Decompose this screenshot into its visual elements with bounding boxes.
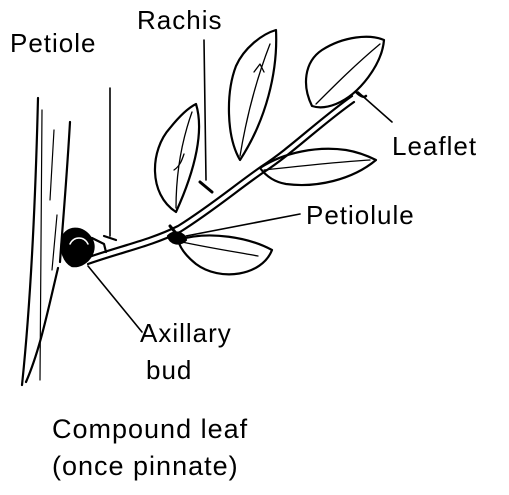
leaflet-left-upper xyxy=(155,104,199,212)
label-petiolule: Petiolule xyxy=(306,202,415,228)
leader-rachis xyxy=(204,40,206,180)
rachis xyxy=(86,96,354,264)
label-leaflet: Leaflet xyxy=(392,133,477,159)
leaflet-top xyxy=(229,30,276,160)
leaflet-top-right xyxy=(306,37,384,108)
leader-axillary-bud xyxy=(88,266,142,332)
axillary-bud xyxy=(61,229,93,266)
leader-leaflet xyxy=(358,92,392,122)
label-petiole: Petiole xyxy=(10,30,97,56)
caption-line2: (once pinnate) xyxy=(52,453,239,480)
label-axillary-bud-line1: Axillary xyxy=(140,320,232,346)
label-axillary-bud-line2: bud xyxy=(146,357,192,383)
caption-line1: Compound leaf xyxy=(52,416,248,443)
label-leader-lines xyxy=(88,40,392,332)
leaflet-lower-large xyxy=(168,233,272,275)
label-rachis: Rachis xyxy=(137,7,222,33)
